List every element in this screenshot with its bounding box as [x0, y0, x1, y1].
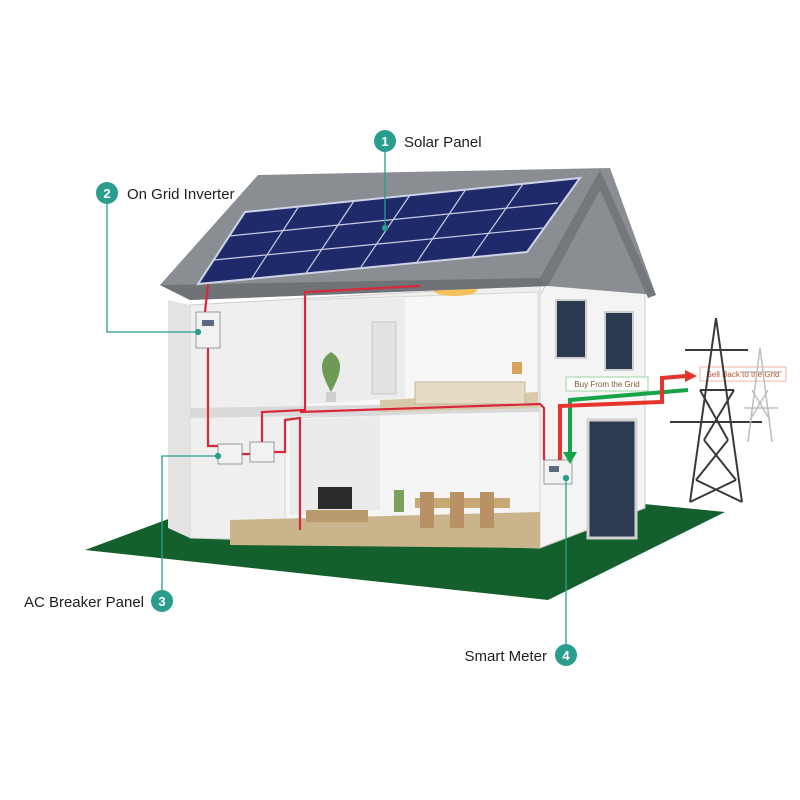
wire-upper-loop: [260, 284, 421, 442]
lower-back-wall: [290, 416, 380, 515]
leader-breaker: [161, 455, 218, 590]
callout-label-inverter: On Grid Inverter: [127, 186, 235, 203]
breaker-box: [217, 443, 243, 465]
buy-arrowhead: [563, 452, 577, 464]
callout-badge-4: [555, 644, 577, 666]
lower-plant: [394, 490, 404, 512]
leader-inverter: [106, 200, 198, 333]
wire-to-meter: [299, 402, 546, 460]
window-left: [555, 299, 587, 359]
roof-gable-trim: [540, 170, 656, 298]
chair-3: [480, 492, 494, 528]
callout-4: 4 Smart Meter: [464, 644, 577, 666]
house: [160, 168, 656, 549]
tv-stand: [306, 510, 368, 522]
buy-arrow: [568, 388, 689, 454]
callout-number-1: 1: [381, 134, 388, 149]
solar-panel: [196, 176, 583, 286]
plant: [321, 352, 341, 392]
callout-2: 2 On Grid Inverter: [96, 182, 235, 204]
window-right: [604, 311, 634, 371]
wiring: [203, 283, 546, 530]
sell-arrow: [558, 374, 687, 460]
callout-number-4: 4: [562, 648, 570, 663]
wire-panel-inverter: [203, 283, 210, 313]
sell-arrowhead: [685, 370, 697, 382]
panel-grid-line: [471, 183, 524, 258]
buy-label: Buy From the Grid: [574, 380, 639, 389]
breaker-box-2: [249, 441, 275, 463]
chair-2: [450, 492, 464, 528]
sell-label: Sell Back to the Grid: [707, 370, 780, 379]
callout-label-solar-panel: Solar Panel: [404, 134, 482, 151]
callout-label-smart-meter: Smart Meter: [464, 648, 547, 665]
buy-label-box: [565, 376, 649, 392]
callout-badge-3: [151, 590, 173, 612]
panel-grid-line: [305, 200, 355, 274]
callout-label-breaker: AC Breaker Panel: [24, 594, 144, 611]
callout-badge-1: [374, 130, 396, 152]
panel-grid-line: [416, 188, 467, 263]
callout-badge-2: [96, 182, 118, 204]
callout-3: 3 AC Breaker Panel: [24, 590, 173, 612]
transmission-tower: [670, 317, 762, 503]
wire-lower-loop: [274, 416, 302, 530]
chair-1: [420, 492, 434, 528]
distant-tower: [740, 347, 782, 443]
plant-pot: [326, 392, 336, 402]
callout-number-3: 3: [158, 594, 165, 609]
smart-meter-display: [549, 466, 559, 472]
upper-door: [371, 321, 397, 395]
left-wall: [168, 300, 190, 538]
callout-number-2: 2: [103, 186, 110, 201]
inverter-display: [202, 320, 214, 326]
patio-door: [586, 418, 638, 540]
inverter-box: [195, 311, 221, 349]
solar-array: [196, 176, 583, 286]
callout-1: 1 Solar Panel: [374, 130, 482, 152]
panel-grid-line: [251, 205, 300, 279]
sofa: [414, 381, 526, 405]
floor-lamp: [512, 362, 522, 374]
leader-lines: [106, 150, 570, 644]
wire-inverter-breaker: [206, 348, 218, 448]
tv: [318, 487, 352, 509]
